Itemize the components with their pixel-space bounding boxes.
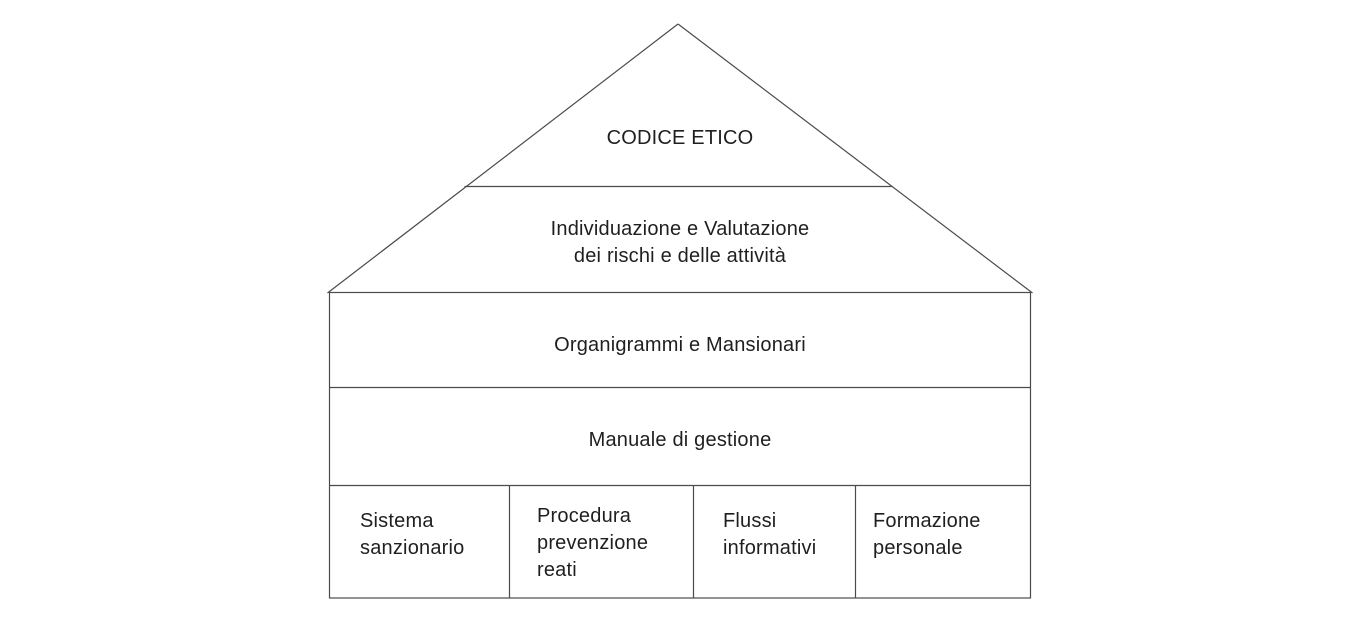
base-cell-sistema-sanzionario: Sistema sanzionario: [360, 510, 465, 559]
roof-mid-line-1: Individuazione e Valutazione: [550, 218, 810, 240]
base-cell-procedura-prevenzione-reati: Procedura prevenzione reati: [537, 505, 649, 581]
roof-mid-label: Individuazione e Valutazione dei rischi …: [380, 216, 980, 270]
roof-peak-label: CODICE ETICO: [606, 127, 754, 149]
row-organigrammi-label: Organigrammi e Mansionari: [554, 334, 806, 356]
roof-left-edge: [327, 23, 679, 294]
base-cell-formazione-personale: Formazione personale: [873, 510, 981, 559]
body-rect: [328, 291, 1032, 599]
row-manuale-label: Manuale di gestione: [588, 429, 772, 451]
base-cell-flussi-informativi: Flussi informativi: [723, 510, 817, 559]
roof-right-edge: [677, 23, 1033, 294]
roof-mid-line-2: dei rischi e delle attività: [573, 245, 787, 267]
